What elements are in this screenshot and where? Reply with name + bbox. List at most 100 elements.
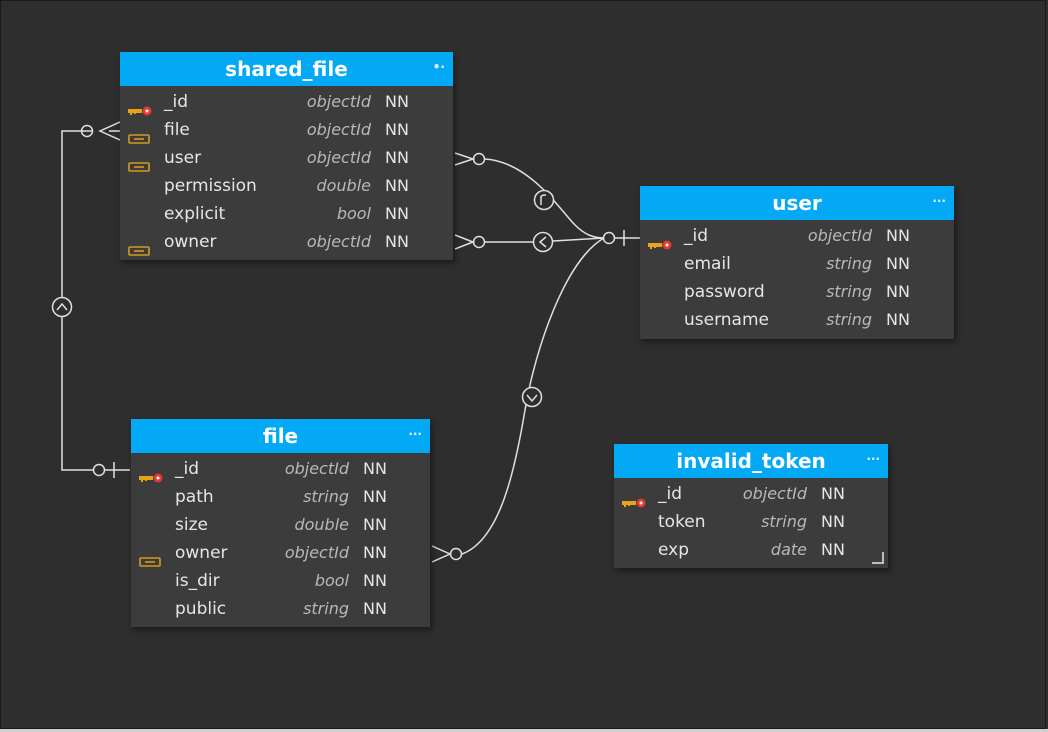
field-name: email	[684, 254, 731, 274]
primary-key-icon	[139, 464, 165, 483]
field-row[interactable]: email string NN	[640, 250, 954, 278]
bottom-scrollbar[interactable]	[0, 729, 1048, 732]
field-name: size	[175, 515, 208, 535]
field-type: string	[303, 599, 349, 618]
field-row[interactable]: explicit bool NN	[120, 200, 453, 228]
field-row[interactable]: file objectId NN	[120, 116, 453, 144]
relation-direction-icon	[51, 296, 73, 318]
field-name: owner	[164, 232, 217, 252]
field-not-null: NN	[385, 232, 409, 251]
foreign-key-icon	[128, 153, 154, 172]
entity-menu-icon[interactable]: ···	[932, 194, 946, 208]
field-type: objectId	[284, 543, 349, 562]
field-name: owner	[175, 543, 228, 563]
field-not-null: NN	[385, 204, 409, 223]
field-name: explicit	[164, 204, 226, 224]
field-type: objectId	[306, 148, 371, 167]
entity-menu-icon[interactable]: •·	[432, 60, 445, 74]
field-type: objectId	[284, 459, 349, 478]
field-type: date	[770, 540, 807, 559]
field-name: exp	[658, 540, 690, 560]
field-name: _id	[684, 226, 709, 246]
field-row[interactable]: permission double NN	[120, 172, 453, 200]
field-not-null: NN	[363, 599, 387, 618]
field-not-null: NN	[385, 176, 409, 195]
field-row[interactable]: _id objectId NN	[131, 455, 430, 483]
field-not-null: NN	[886, 310, 910, 329]
entity-header[interactable]: user ···	[640, 186, 954, 220]
field-name: _id	[175, 459, 200, 479]
field-name: token	[658, 512, 706, 532]
field-row[interactable]: username string NN	[640, 306, 954, 334]
entity-title: file	[262, 424, 299, 448]
field-not-null: NN	[821, 512, 845, 531]
field-not-null: NN	[385, 120, 409, 139]
relation-direction-icon	[532, 231, 554, 253]
field-type: objectId	[306, 120, 371, 139]
field-type: objectId	[306, 232, 371, 251]
field-name: username	[684, 310, 769, 330]
field-name: _id	[658, 484, 683, 504]
field-name: permission	[164, 176, 257, 196]
field-type: bool	[336, 204, 371, 223]
foreign-key-icon	[128, 125, 154, 144]
primary-key-icon	[622, 489, 648, 508]
field-row[interactable]: exp date NN	[614, 536, 888, 564]
field-type: objectId	[807, 226, 872, 245]
field-name: user	[164, 148, 202, 168]
relation-shared-file-user[interactable]	[454, 152, 605, 239]
relation-file-owner[interactable]	[431, 237, 605, 563]
field-row[interactable]: owner objectId NN	[120, 228, 453, 256]
field-row[interactable]: password string NN	[640, 278, 954, 306]
field-name: file	[164, 120, 190, 140]
relation-shared-file-owner[interactable]	[454, 231, 605, 253]
entity-header[interactable]: shared_file •·	[120, 52, 453, 86]
entity-title: invalid_token	[676, 449, 826, 473]
relation-shared-file-file[interactable]	[51, 121, 131, 478]
resize-handle-icon[interactable]	[872, 552, 884, 564]
field-name: _id	[164, 92, 189, 112]
entity-header[interactable]: file ···	[131, 419, 430, 453]
field-name: is_dir	[175, 571, 220, 591]
field-not-null: NN	[363, 459, 387, 478]
field-not-null: NN	[886, 282, 910, 301]
entity-menu-icon[interactable]: ···	[866, 452, 880, 466]
field-not-null: NN	[886, 254, 910, 273]
field-type: double	[316, 176, 371, 195]
field-row[interactable]: _id objectId NN	[640, 222, 954, 250]
field-row[interactable]: owner objectId NN	[131, 539, 430, 567]
field-not-null: NN	[363, 543, 387, 562]
field-row[interactable]: user objectId NN	[120, 144, 453, 172]
entity-header[interactable]: invalid_token ···	[614, 444, 888, 478]
primary-key-icon	[648, 231, 674, 250]
entity-menu-icon[interactable]: ···	[408, 427, 422, 441]
primary-key-icon	[128, 97, 154, 116]
field-type: double	[294, 515, 349, 534]
field-type: objectId	[306, 92, 371, 111]
relation-direction-icon	[521, 386, 543, 408]
field-not-null: NN	[821, 540, 845, 559]
field-type: string	[826, 282, 872, 301]
field-not-null: NN	[886, 226, 910, 245]
field-name: password	[684, 282, 765, 302]
field-not-null: NN	[385, 148, 409, 167]
field-not-null: NN	[363, 515, 387, 534]
field-type: string	[826, 310, 872, 329]
entity-title: user	[772, 191, 822, 215]
field-row[interactable]: size double NN	[131, 511, 430, 539]
field-type: string	[826, 254, 872, 273]
